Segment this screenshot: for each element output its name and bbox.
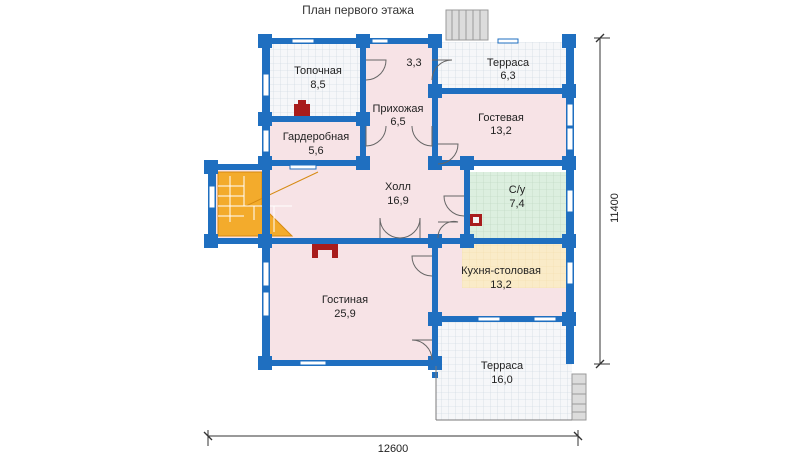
terrace-steps	[571, 373, 587, 421]
room-area: 7,4	[509, 198, 524, 210]
floor-gostevaya	[436, 88, 566, 164]
floor-kitchen	[462, 244, 568, 288]
walls	[208, 38, 574, 366]
room-area: 6,5	[390, 116, 405, 128]
room-area: 3,3	[406, 57, 421, 69]
dimension-width: 12600	[203, 430, 583, 455]
room-area: 6,3	[500, 70, 515, 82]
dimension-height: 11400	[594, 33, 621, 369]
room-area: 5,6	[308, 145, 323, 157]
wall-joints	[204, 34, 576, 378]
room-area: 13,2	[490, 279, 511, 291]
room-name: Топочная	[294, 65, 342, 77]
stove-topochnaya	[294, 100, 310, 116]
room-area: 16,9	[387, 195, 408, 207]
room-name: Гардеробная	[283, 131, 350, 143]
floor-topochnaya	[268, 42, 364, 118]
room-name: Прихожая	[373, 103, 424, 115]
dimension-width-label: 12600	[378, 443, 409, 455]
stove-gostinaya	[312, 244, 338, 258]
doors	[365, 59, 465, 361]
floor-terrace-top	[436, 42, 566, 88]
floor-su	[470, 172, 568, 238]
room-area: 13,2	[490, 125, 511, 137]
room-name: Гостиная	[322, 294, 368, 306]
room-name: Терраса	[481, 360, 524, 372]
room-labels: Топочная 8,5 3,3 Терраса 6,3 Прихожая 6,…	[283, 57, 541, 386]
floor-fills	[214, 42, 580, 420]
room-name: Кухня-столовая	[461, 265, 541, 277]
dimension-height-label: 11400	[609, 193, 621, 223]
floor-kitchen-left	[436, 244, 462, 322]
room-name: Гостевая	[478, 112, 524, 124]
room-area: 16,0	[491, 374, 512, 386]
room-name: С/у	[509, 184, 526, 196]
terrace-railings	[435, 366, 572, 421]
windows	[208, 38, 574, 366]
room-name: Терраса	[487, 57, 530, 69]
staircase	[217, 171, 319, 237]
room-area: 8,5	[310, 79, 325, 91]
room-area: 25,9	[334, 308, 355, 320]
floor-terrace-bottom	[436, 322, 572, 420]
entry-steps	[445, 9, 489, 41]
bath-fixture	[470, 214, 482, 226]
plan-title: План первого этажа	[302, 3, 414, 17]
room-name: Холл	[385, 181, 411, 193]
